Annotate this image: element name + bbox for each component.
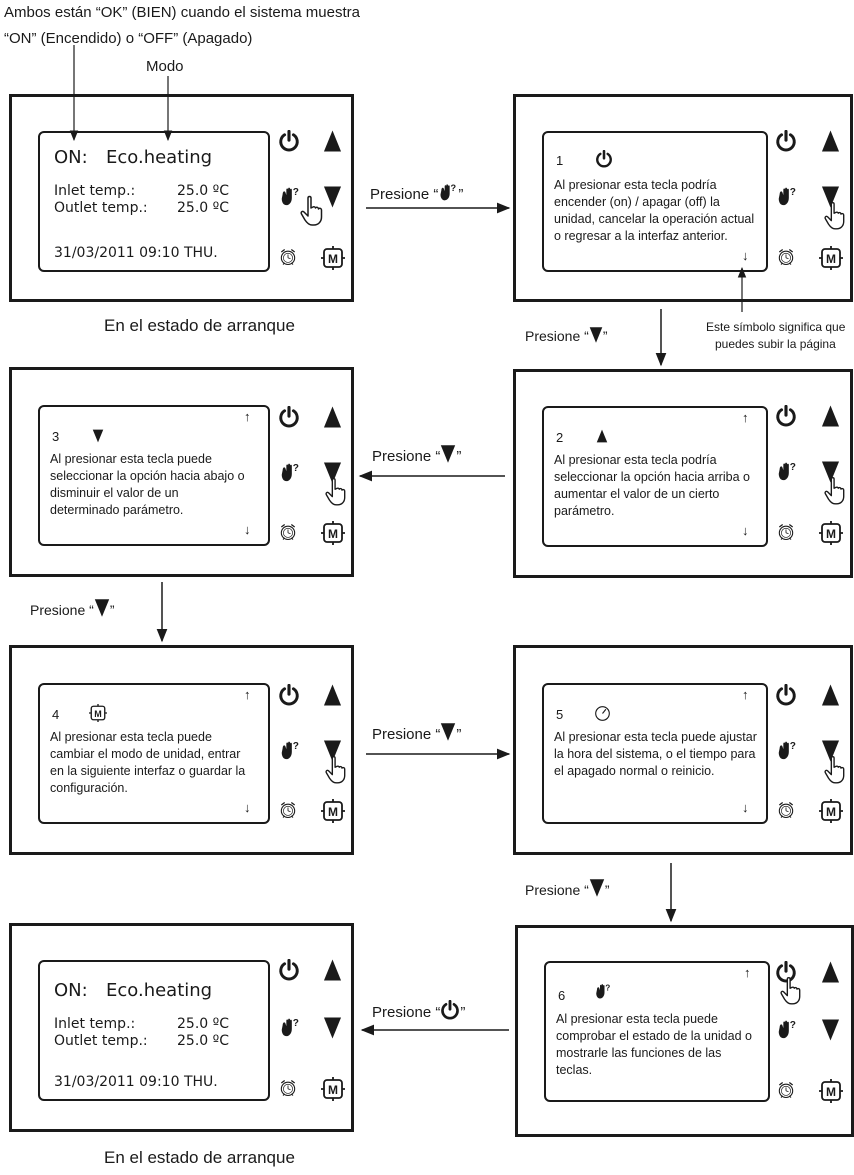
scroll-up-arrow: ↑ <box>742 687 749 702</box>
power-icon <box>440 1000 460 1020</box>
scroll-down-arrow: ↓ <box>244 800 251 815</box>
outlet-label: Outlet temp.: <box>54 1033 148 1049</box>
lcd-screen: ON: Eco.heating Inlet temp.: 25.0 ºC Out… <box>38 960 270 1101</box>
panel-help-6: 6 ↑ Al presionar esta tecla puede compro… <box>515 925 854 1137</box>
scroll-down-arrow: ↓ <box>742 523 749 538</box>
help-number: 4 <box>52 707 60 722</box>
panel-start-bottom: ON: Eco.heating Inlet temp.: 25.0 ºC Out… <box>9 923 354 1132</box>
help-number: 2 <box>556 430 564 445</box>
inlet-label: Inlet temp.: <box>54 1016 136 1032</box>
panel-help-2: 2 ↑ Al presionar esta tecla podría selec… <box>513 369 853 578</box>
scroll-up-arrow: ↑ <box>742 410 749 425</box>
help-number: 6 <box>558 988 566 1003</box>
help-text: Al presionar esta tecla puede cambiar el… <box>50 730 246 795</box>
panel-help-3: 3 ↑ Al presionar esta tecla puede selecc… <box>9 367 354 577</box>
mode-text: Eco.heating <box>106 147 213 168</box>
scroll-down-arrow: ↓ <box>244 522 251 537</box>
panel-help-4: 4 ↑ Al presionar esta tecla puede cambia… <box>9 645 354 855</box>
down-triangle-icon <box>589 326 603 344</box>
caption-start-bottom: En el estado de arranque <box>104 1148 295 1167</box>
datetime-text: 31/03/2011 09:10 THU. <box>54 1074 218 1090</box>
help-number: 1 <box>556 153 564 168</box>
help-hand-icon <box>438 182 458 202</box>
help-screen-5: 5 ↑ Al presionar esta tecla puede ajusta… <box>542 683 768 824</box>
help-number: 3 <box>52 429 60 444</box>
help-text: Al presionar esta tecla puede comprobar … <box>556 1012 752 1077</box>
help-screen-4: 4 ↑ Al presionar esta tecla puede cambia… <box>38 683 270 824</box>
help-text: Al presionar esta tecla podría seleccion… <box>554 453 750 518</box>
help-screen-1: 1 Al presionar esta tecla podría encende… <box>542 131 768 272</box>
presione-label-down-5: Presione “” <box>525 878 610 898</box>
inlet-value: 25.0 ºC <box>177 1016 229 1032</box>
help-number: 5 <box>556 707 564 722</box>
help-screen-3: 3 ↑ Al presionar esta tecla puede selecc… <box>38 405 270 546</box>
presione-label-down-2: Presione “” <box>372 444 461 465</box>
scroll-note-line2: puedes subir la página <box>715 337 836 351</box>
panel-start-top: ON: Eco.heating Inlet temp.: 25.0 ºC Out… <box>9 94 354 302</box>
caption-start-top: En el estado de arranque <box>104 316 295 335</box>
help-text: Al presionar esta tecla puede selecciona… <box>50 452 245 517</box>
outlet-value: 25.0 ºC <box>177 1033 229 1049</box>
inlet-value: 25.0 ºC <box>177 183 229 199</box>
status-text: ON: <box>54 147 88 168</box>
down-triangle-icon <box>440 444 456 464</box>
presione-label-down-4: Presione “” <box>372 722 461 743</box>
scroll-up-arrow: ↑ <box>244 409 251 424</box>
top-note-line1: Ambos están “OK” (BIEN) cuando el sistem… <box>4 4 360 21</box>
scroll-up-arrow: ↑ <box>244 687 251 702</box>
presione-label-help: Presione “” <box>370 182 463 203</box>
presione-label-down-3: Presione “” <box>30 598 115 618</box>
datetime-text: 31/03/2011 09:10 THU. <box>54 245 218 261</box>
down-triangle-icon <box>440 722 456 742</box>
mode-text: Eco.heating <box>106 980 213 1001</box>
scroll-down-arrow: ↓ <box>742 248 749 263</box>
top-note-line2: “ON” (Encendido) o “OFF” (Apagado) <box>4 30 253 47</box>
help-text: Al presionar esta tecla podría encender … <box>554 178 755 243</box>
mode-note: Modo <box>146 58 184 75</box>
help-screen-2: 2 ↑ Al presionar esta tecla podría selec… <box>542 406 768 547</box>
scroll-down-arrow: ↓ <box>742 800 749 815</box>
help-text: Al presionar esta tecla puede ajustar la… <box>554 730 757 778</box>
panel-help-5: 5 ↑ Al presionar esta tecla puede ajusta… <box>513 645 853 855</box>
status-text: ON: <box>54 980 88 1001</box>
help-screen-6: 6 ↑ Al presionar esta tecla puede compro… <box>544 961 770 1102</box>
scroll-up-arrow: ↑ <box>744 965 751 980</box>
inlet-label: Inlet temp.: <box>54 183 136 199</box>
panel-help-1: 1 Al presionar esta tecla podría encende… <box>513 94 853 302</box>
scroll-note-line1: Este símbolo significa que <box>706 320 846 334</box>
outlet-value: 25.0 ºC <box>177 200 229 216</box>
presione-label-power: Presione “” <box>372 1000 465 1021</box>
down-triangle-icon <box>94 598 110 618</box>
down-triangle-icon <box>589 878 605 898</box>
lcd-screen: ON: Eco.heating Inlet temp.: 25.0 ºC Out… <box>38 131 270 272</box>
outlet-label: Outlet temp.: <box>54 200 148 216</box>
presione-label-down-1: Presione “” <box>525 326 608 344</box>
